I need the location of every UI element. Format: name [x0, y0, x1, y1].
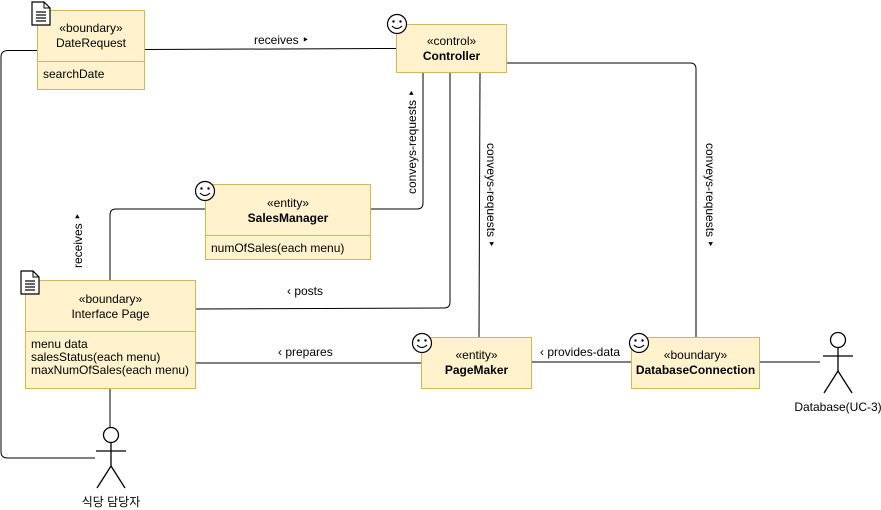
class-interface-page[interactable]: «boundary» Interface Page menu data sale… [25, 280, 196, 389]
document-icon [20, 270, 40, 295]
line-controller-interface [195, 73, 451, 310]
class-page-maker[interactable]: «entity» PageMaker [421, 337, 532, 389]
class-date-request[interactable]: «boundary» DateRequest searchDate [37, 10, 145, 90]
smiley-icon [411, 332, 433, 354]
document-icon [31, 1, 51, 26]
class-stereotype: «boundary» [78, 292, 143, 306]
class-attribute: maxNumOfSales(each menu) [31, 363, 190, 377]
class-name: PageMaker [444, 363, 509, 377]
stick-figure-icon[interactable] [821, 331, 855, 395]
association-label-conveys-requests: conveys-requests ‣ [703, 143, 717, 248]
actor-name: 식당 담당자 [81, 495, 141, 509]
association-label-posts: ‹ posts [287, 284, 324, 298]
line-daterequest-controller [144, 48, 397, 50]
smiley-icon [194, 180, 216, 202]
association-label-conveys-requests: conveys-requests ‣ [405, 89, 419, 194]
smiley-icon [386, 13, 408, 35]
class-stereotype: «entity» [266, 196, 310, 210]
line-controller-salesmanager [371, 73, 424, 210]
class-stereotype: «entity» [455, 348, 498, 362]
class-name: Controller [422, 48, 481, 63]
class-sales-manager[interactable]: «entity» SalesManager numOfSales(each me… [205, 184, 371, 260]
association-label-conveys-requests: conveys-requests ‣ [484, 143, 498, 248]
class-attribute: numOfSales(each menu) [211, 241, 345, 255]
line-controller-pagemaker [478, 72, 481, 338]
class-name: SalesManager [247, 211, 329, 225]
class-name: Interface Page [71, 307, 150, 321]
line-daterequest-staff [0, 50, 95, 459]
class-stereotype: «boundary» [59, 21, 123, 35]
class-name: DatabaseConnection [635, 363, 756, 377]
line-salesmanager-staff [109, 208, 205, 281]
class-attribute: menu data [31, 337, 88, 351]
class-database-connection[interactable]: «boundary» DatabaseConnection [631, 337, 760, 389]
class-attribute: salesStatus(each menu) [31, 350, 161, 364]
class-stereotype: «control» [426, 33, 477, 48]
smiley-icon [628, 332, 650, 354]
class-stereotype: «boundary» [663, 348, 728, 362]
class-name: DateRequest [55, 36, 127, 50]
line-controller-db [506, 62, 697, 337]
association-label-prepares: ‹ prepares [278, 345, 333, 359]
stick-figure-icon[interactable] [94, 426, 128, 490]
association-label-receives: receives ‣ [71, 212, 85, 268]
class-attribute: searchDate [43, 67, 105, 81]
association-label-receives: receives ‣ [254, 33, 310, 47]
class-controller[interactable]: «control» Controller [396, 24, 507, 73]
association-label-provides-data: ‹ provides-data [540, 345, 621, 359]
actor-name: Database(UC-3) [794, 400, 881, 414]
